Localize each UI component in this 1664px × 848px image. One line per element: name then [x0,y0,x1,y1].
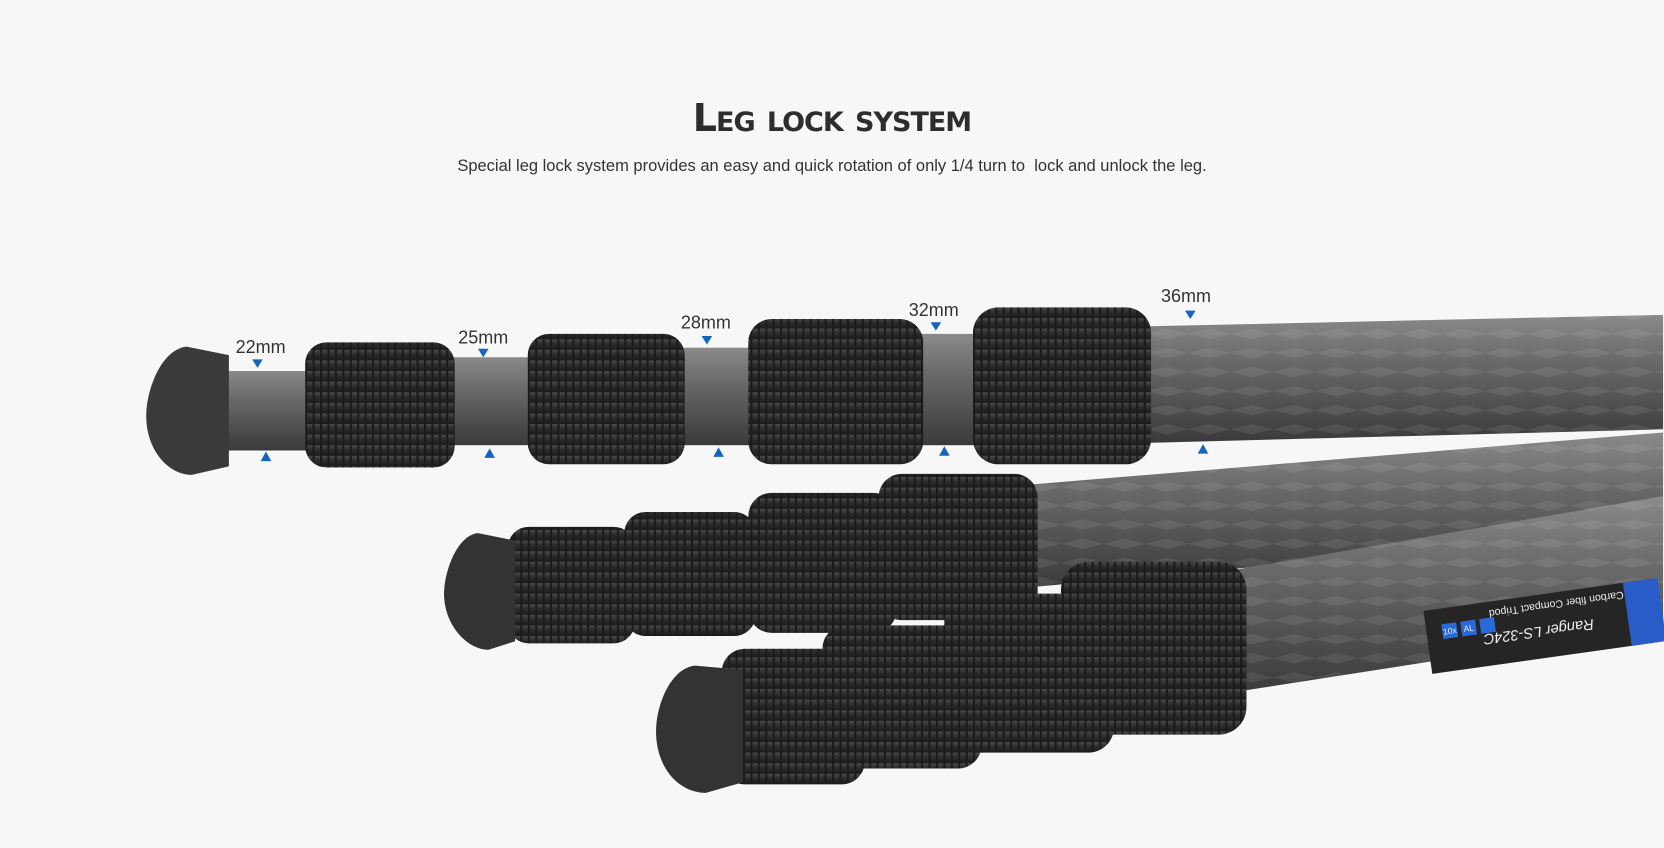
dim-28mm: 28mm [681,313,731,333]
dim-32mm: 32mm [909,300,959,320]
arrow-up-icon [713,447,724,457]
badge-10x: 10x [1442,625,1458,637]
page-title: Leg lock system [692,96,972,140]
arrow-down-icon [1184,310,1196,320]
arrow-down-icon [930,322,942,331]
leg-1 [146,307,1664,475]
arrow-up-icon [939,446,950,456]
dim-36mm: 36mm [1161,286,1211,306]
arrow-markers [252,310,1209,462]
arrow-up-icon [1197,444,1209,454]
badge-al: AL [1463,623,1475,634]
dim-22mm: 22mm [236,337,286,357]
arrow-up-icon [260,451,272,462]
page-subtitle: Special leg lock system provides an easy… [457,157,1207,175]
dim-25mm: 25mm [458,327,508,347]
diameter-labels: 22mm 25mm 28mm 32mm 36mm [236,286,1211,357]
arrow-down-icon [477,348,489,358]
leg-2 [444,432,1664,650]
arrow-down-icon [701,336,713,345]
arrow-up-icon [484,448,495,458]
leg-3: Carbon fiber Compact Tripod Ranger LS-32… [656,496,1664,793]
arrow-down-icon [252,359,263,368]
product-label: Carbon fiber Compact Tripod Ranger LS-32… [1423,577,1664,674]
